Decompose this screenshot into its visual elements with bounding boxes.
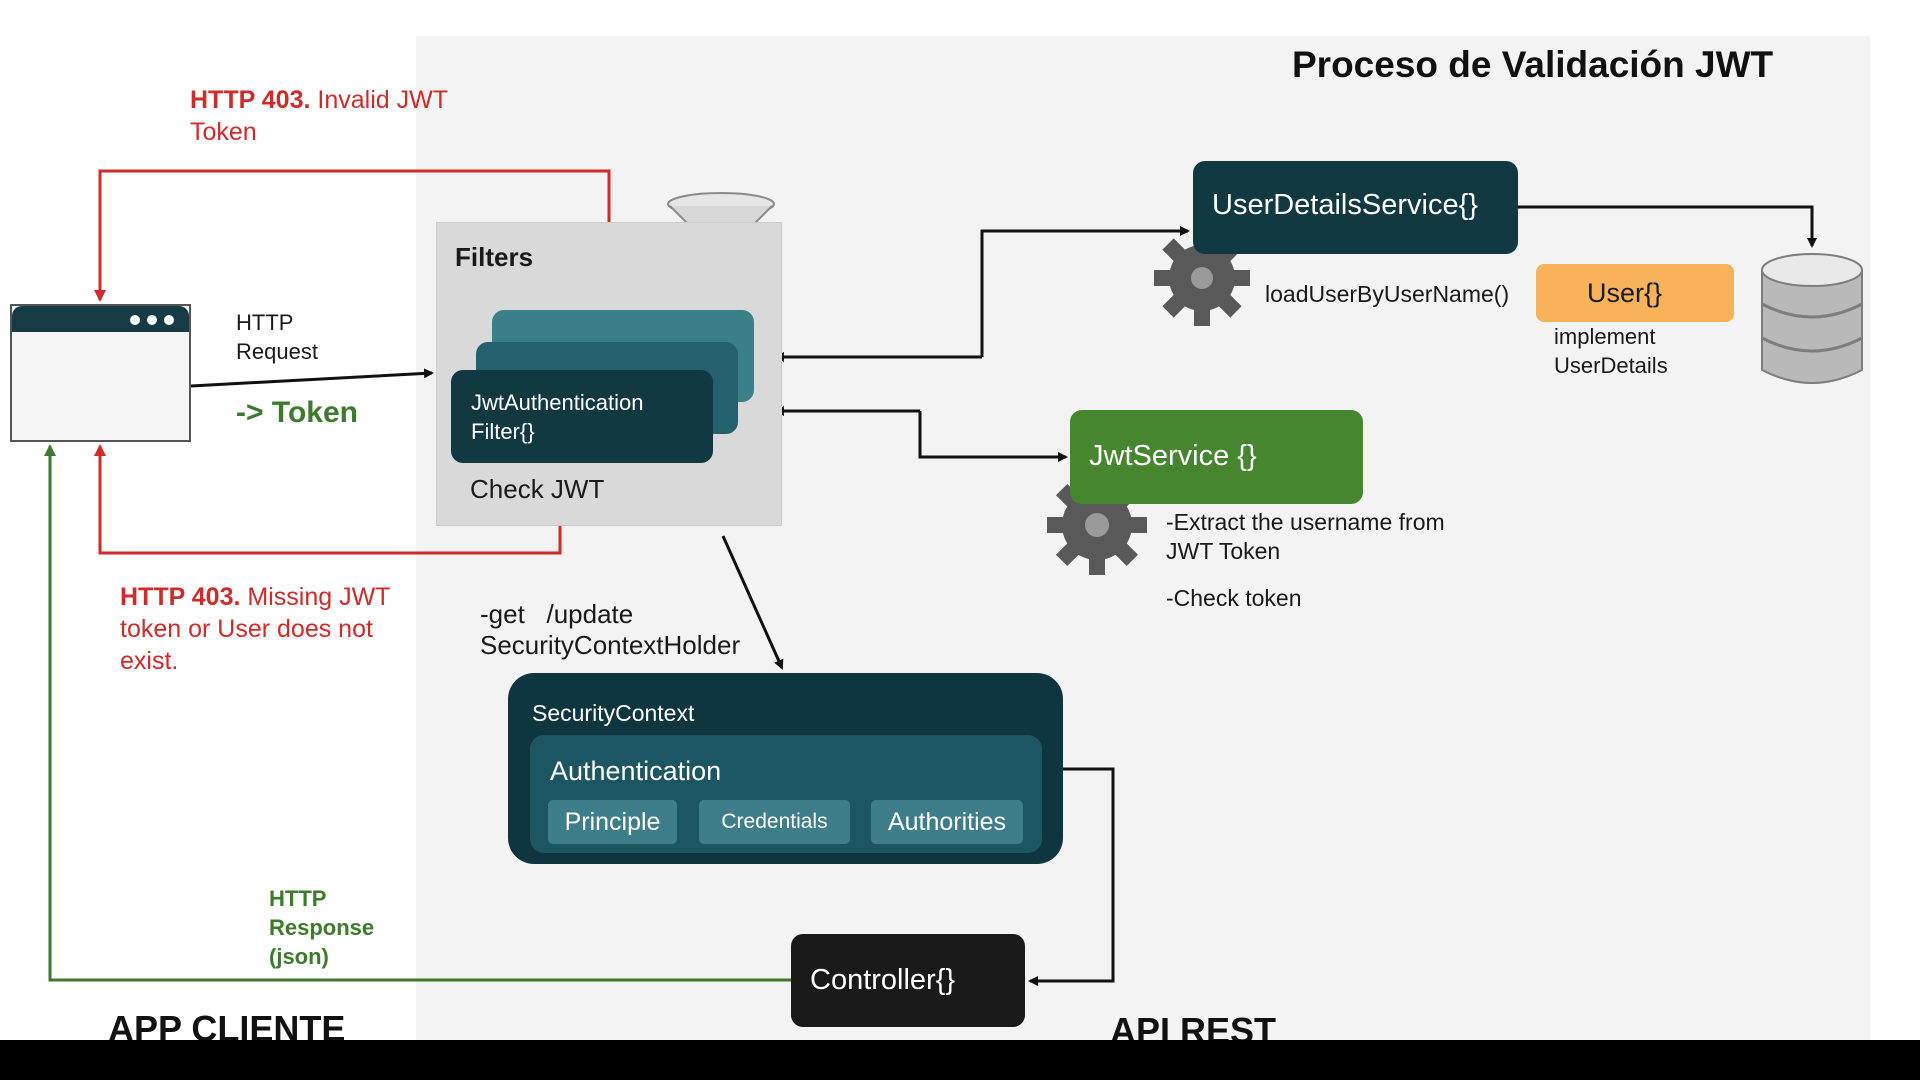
database-icon (1761, 253, 1863, 384)
context-to-controller-arrow (1028, 767, 1115, 986)
missing-token-arrow (94, 444, 562, 555)
check-jwt-label: Check JWT (470, 474, 605, 504)
authentication-label: Authentication (550, 756, 722, 786)
invalid-token-label: HTTP 403. Invalid JWT Token (190, 86, 448, 146)
client-browser-window (10, 304, 191, 442)
jwt-extract-note: -Extract the username from JWT Token (1166, 509, 1445, 564)
filters-to-uds-arrow (980, 226, 1190, 357)
jwt-service-box: JwtService {} (1070, 410, 1363, 504)
filters-to-jwt-arrow (918, 411, 1068, 462)
filters-to-context-arrow (721, 535, 784, 670)
http-response-label: HTTP Response (json) (269, 886, 375, 969)
http-request-label: HTTP Request (236, 310, 318, 364)
token-label: -> Token (236, 396, 358, 429)
filters-label: Filters (455, 242, 534, 272)
http-response-arrow (44, 444, 791, 982)
window-dot-icon (147, 315, 157, 325)
window-dot-icon (164, 315, 174, 325)
user-entity-box: User{} (1536, 264, 1734, 322)
user-implement-note: implement UserDetails (1554, 324, 1668, 378)
principle-pill: Principle (548, 800, 677, 844)
jwt-authentication-filter-card: JwtAuthentication Filter{} (451, 370, 713, 463)
credentials-pill: Credentials (699, 800, 850, 844)
api-rest-background (416, 36, 1870, 1040)
http-request-arrow (190, 368, 434, 388)
security-context-label: SecurityContext (532, 700, 695, 726)
controller-box: Controller{} (791, 934, 1025, 1027)
invalid-token-arrow (94, 169, 611, 302)
bottom-black-bar (0, 1040, 1920, 1080)
jwt-check-note: -Check token (1166, 585, 1302, 611)
authorities-pill: Authorities (871, 800, 1023, 844)
uds-to-db-arrow (1518, 205, 1817, 248)
user-details-service-box: UserDetailsService{} (1193, 161, 1518, 254)
missing-token-label: HTTP 403. Missing JWT token or User does… (120, 583, 391, 675)
diagram-title: Proceso de Validación JWT (1292, 44, 1774, 85)
security-context-holder-label: -get /update SecurityContextHolder (480, 599, 741, 660)
load-user-method-label: loadUserByUserName() (1265, 281, 1510, 307)
browser-title-bar (12, 306, 189, 332)
window-dot-icon (130, 315, 140, 325)
